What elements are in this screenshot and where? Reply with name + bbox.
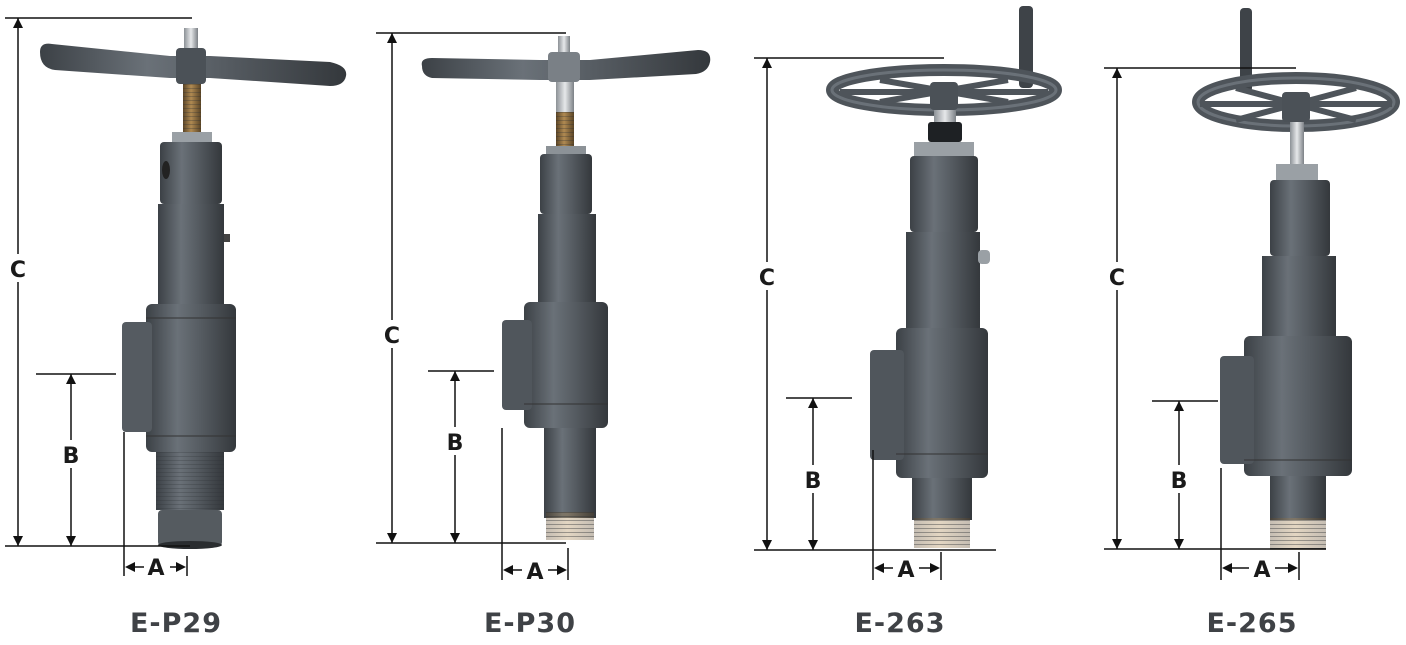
valve-body (896, 328, 988, 478)
model-label-e-p30: E-P30 (483, 608, 576, 639)
outlet-connection (544, 428, 596, 518)
inlet-port (122, 322, 152, 432)
dimension-label-b: B (63, 444, 80, 469)
valve-e-p29: C B A (5, 17, 347, 581)
dimension-label-a: A (1253, 558, 1270, 583)
dimension-label-c: C (10, 258, 26, 283)
handle-hub (176, 48, 206, 84)
model-label-e-263: E-263 (854, 608, 946, 639)
handwheel-knob (1019, 6, 1033, 88)
dimension-label-b: B (447, 431, 464, 456)
model-label-e-p29: E-P29 (129, 608, 222, 639)
dimension-label-b: B (1171, 469, 1188, 494)
dimension-arrows (762, 58, 940, 573)
dimension-label-a: A (526, 560, 543, 585)
handle-hub (548, 52, 580, 82)
inlet-port (502, 320, 532, 410)
handle-nut (184, 28, 198, 48)
valve-body (524, 302, 608, 428)
handle-nut (558, 36, 570, 52)
valve-body (146, 304, 236, 452)
bonnet (1270, 180, 1330, 256)
bonnet (540, 154, 592, 214)
valve-body (1244, 336, 1352, 476)
dimension-arrows (13, 18, 186, 572)
spring-housing (906, 232, 980, 328)
dimension-arrows (387, 33, 567, 575)
valve-e-263: C B A (754, 6, 1062, 583)
inlet-port (1220, 356, 1254, 464)
dimension-label-b: B (805, 469, 822, 494)
outlet-connection (912, 478, 972, 520)
valve-e-265: C B A (1104, 8, 1400, 583)
bonnet (910, 156, 978, 232)
outlet-connection (1270, 476, 1326, 520)
inlet-port (870, 350, 904, 460)
model-label-e-265: E-265 (1206, 608, 1298, 639)
dimension-label-a: A (897, 558, 914, 583)
spring-housing (1262, 256, 1336, 336)
dimension-label-c: C (384, 324, 400, 349)
spring-housing (538, 214, 596, 304)
dimension-arrows (1112, 68, 1298, 573)
valve-e-p30: C B A (376, 32, 711, 585)
dimension-label-c: C (1109, 266, 1125, 291)
dimension-lines (376, 32, 569, 580)
dimension-label-a: A (147, 556, 164, 581)
handwheel-knob (1240, 8, 1252, 92)
bonnet (160, 142, 222, 204)
dimension-label-c: C (759, 266, 775, 291)
spring-housing (158, 204, 224, 304)
